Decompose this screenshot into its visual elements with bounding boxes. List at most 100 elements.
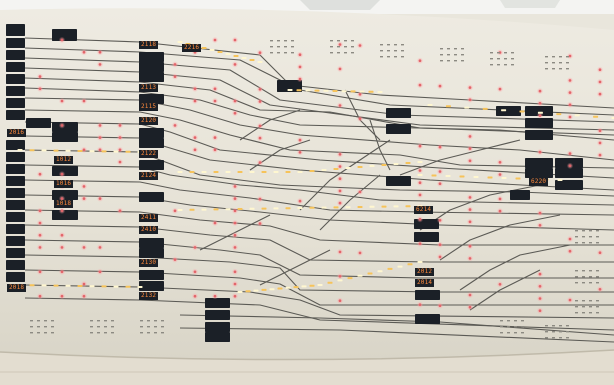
route-lamp (137, 286, 143, 288)
red-lamp (82, 282, 86, 286)
label-mark (154, 332, 157, 334)
red-lamp (38, 270, 42, 274)
route-lamp (225, 171, 231, 173)
red-lamp (468, 220, 472, 224)
red-lamp (538, 285, 542, 288)
route-lamp (285, 171, 291, 173)
red-lamp (38, 294, 42, 298)
red-lamp (298, 77, 302, 81)
indicator-block (6, 272, 25, 282)
label-mark (277, 40, 280, 42)
red-lamp (468, 244, 472, 248)
track-line (24, 284, 614, 319)
label-mark (44, 326, 47, 328)
route-lamp (233, 55, 239, 57)
red-lamp (118, 148, 122, 152)
label-mark (552, 325, 555, 327)
red-lamp (38, 75, 42, 78)
route-lamp (459, 175, 465, 178)
red-lamp (213, 38, 217, 42)
label-mark (337, 46, 340, 48)
red-lamp (258, 161, 262, 164)
route-lamp (357, 206, 363, 208)
label-mark (387, 56, 390, 58)
route-lamp (393, 163, 399, 165)
route-lamp (359, 90, 365, 93)
label-mark (147, 320, 150, 322)
signal-lamps (17, 36, 614, 314)
red-lamp (258, 100, 262, 103)
route-lamp (405, 205, 411, 208)
indicator-block (386, 108, 411, 118)
label-mark (51, 326, 54, 328)
label-mark (447, 60, 450, 62)
red-lamp (468, 196, 472, 199)
indicator-block (525, 118, 553, 128)
red-lamp (82, 246, 86, 249)
indicator-block (6, 164, 25, 174)
route-lamp (357, 166, 363, 168)
indicator-block (6, 38, 25, 48)
route-lamp (323, 89, 329, 92)
label-mark (596, 230, 599, 232)
red-lamp (193, 294, 197, 298)
red-lamp (38, 172, 42, 176)
route-lamp (53, 284, 59, 287)
red-lamp (82, 294, 86, 298)
label-mark (500, 326, 503, 328)
red-lamp (60, 294, 64, 298)
label-mark (582, 230, 585, 232)
panel-face (0, 8, 614, 360)
indicator-block (139, 52, 164, 62)
red-lamp (60, 209, 64, 213)
label-mark (351, 46, 354, 48)
red-lamp (233, 282, 237, 286)
route-lamp (101, 150, 107, 153)
label-mark (270, 40, 273, 42)
route-lamp (225, 53, 231, 55)
red-lamp (213, 99, 217, 103)
label-mark (104, 332, 107, 334)
label-mark (270, 52, 273, 54)
red-lamp (418, 242, 422, 245)
route-lamp (305, 89, 311, 92)
route-lamp (193, 45, 199, 47)
red-lamp (568, 298, 572, 302)
route-lamp (29, 149, 35, 152)
red-lamp (568, 164, 572, 168)
red-lamp (38, 209, 42, 213)
route-lamp (377, 270, 383, 273)
label-mark (440, 54, 443, 56)
indicator-block (555, 180, 583, 190)
route-lamp (445, 105, 451, 108)
label-mark (575, 270, 578, 272)
red-lamp (598, 92, 602, 96)
red-lamp (60, 246, 64, 249)
label-mark (507, 332, 510, 334)
label-mark (291, 46, 294, 48)
label-mark (440, 48, 443, 50)
route-lamp (381, 164, 387, 166)
red-lamp (98, 197, 102, 200)
label-mark (500, 320, 503, 322)
track-line (469, 269, 541, 311)
red-lamp (233, 111, 237, 115)
indicator-block (139, 160, 164, 170)
label-mark (140, 326, 143, 328)
red-lamp (258, 88, 262, 91)
route-lamp (427, 104, 433, 106)
route-lamp (417, 161, 423, 163)
track-line (199, 214, 271, 251)
red-lamp (468, 135, 472, 138)
route-lamp (17, 284, 23, 286)
red-lamp (60, 38, 64, 42)
indicator-block (510, 190, 530, 200)
indicator-block (205, 298, 230, 308)
red-lamp (468, 293, 472, 297)
label-mark (490, 58, 493, 60)
red-lamp (538, 297, 542, 300)
route-lamp (285, 286, 291, 289)
label-mark (401, 56, 404, 58)
red-lamp (82, 197, 86, 200)
route-lamp (431, 174, 437, 177)
